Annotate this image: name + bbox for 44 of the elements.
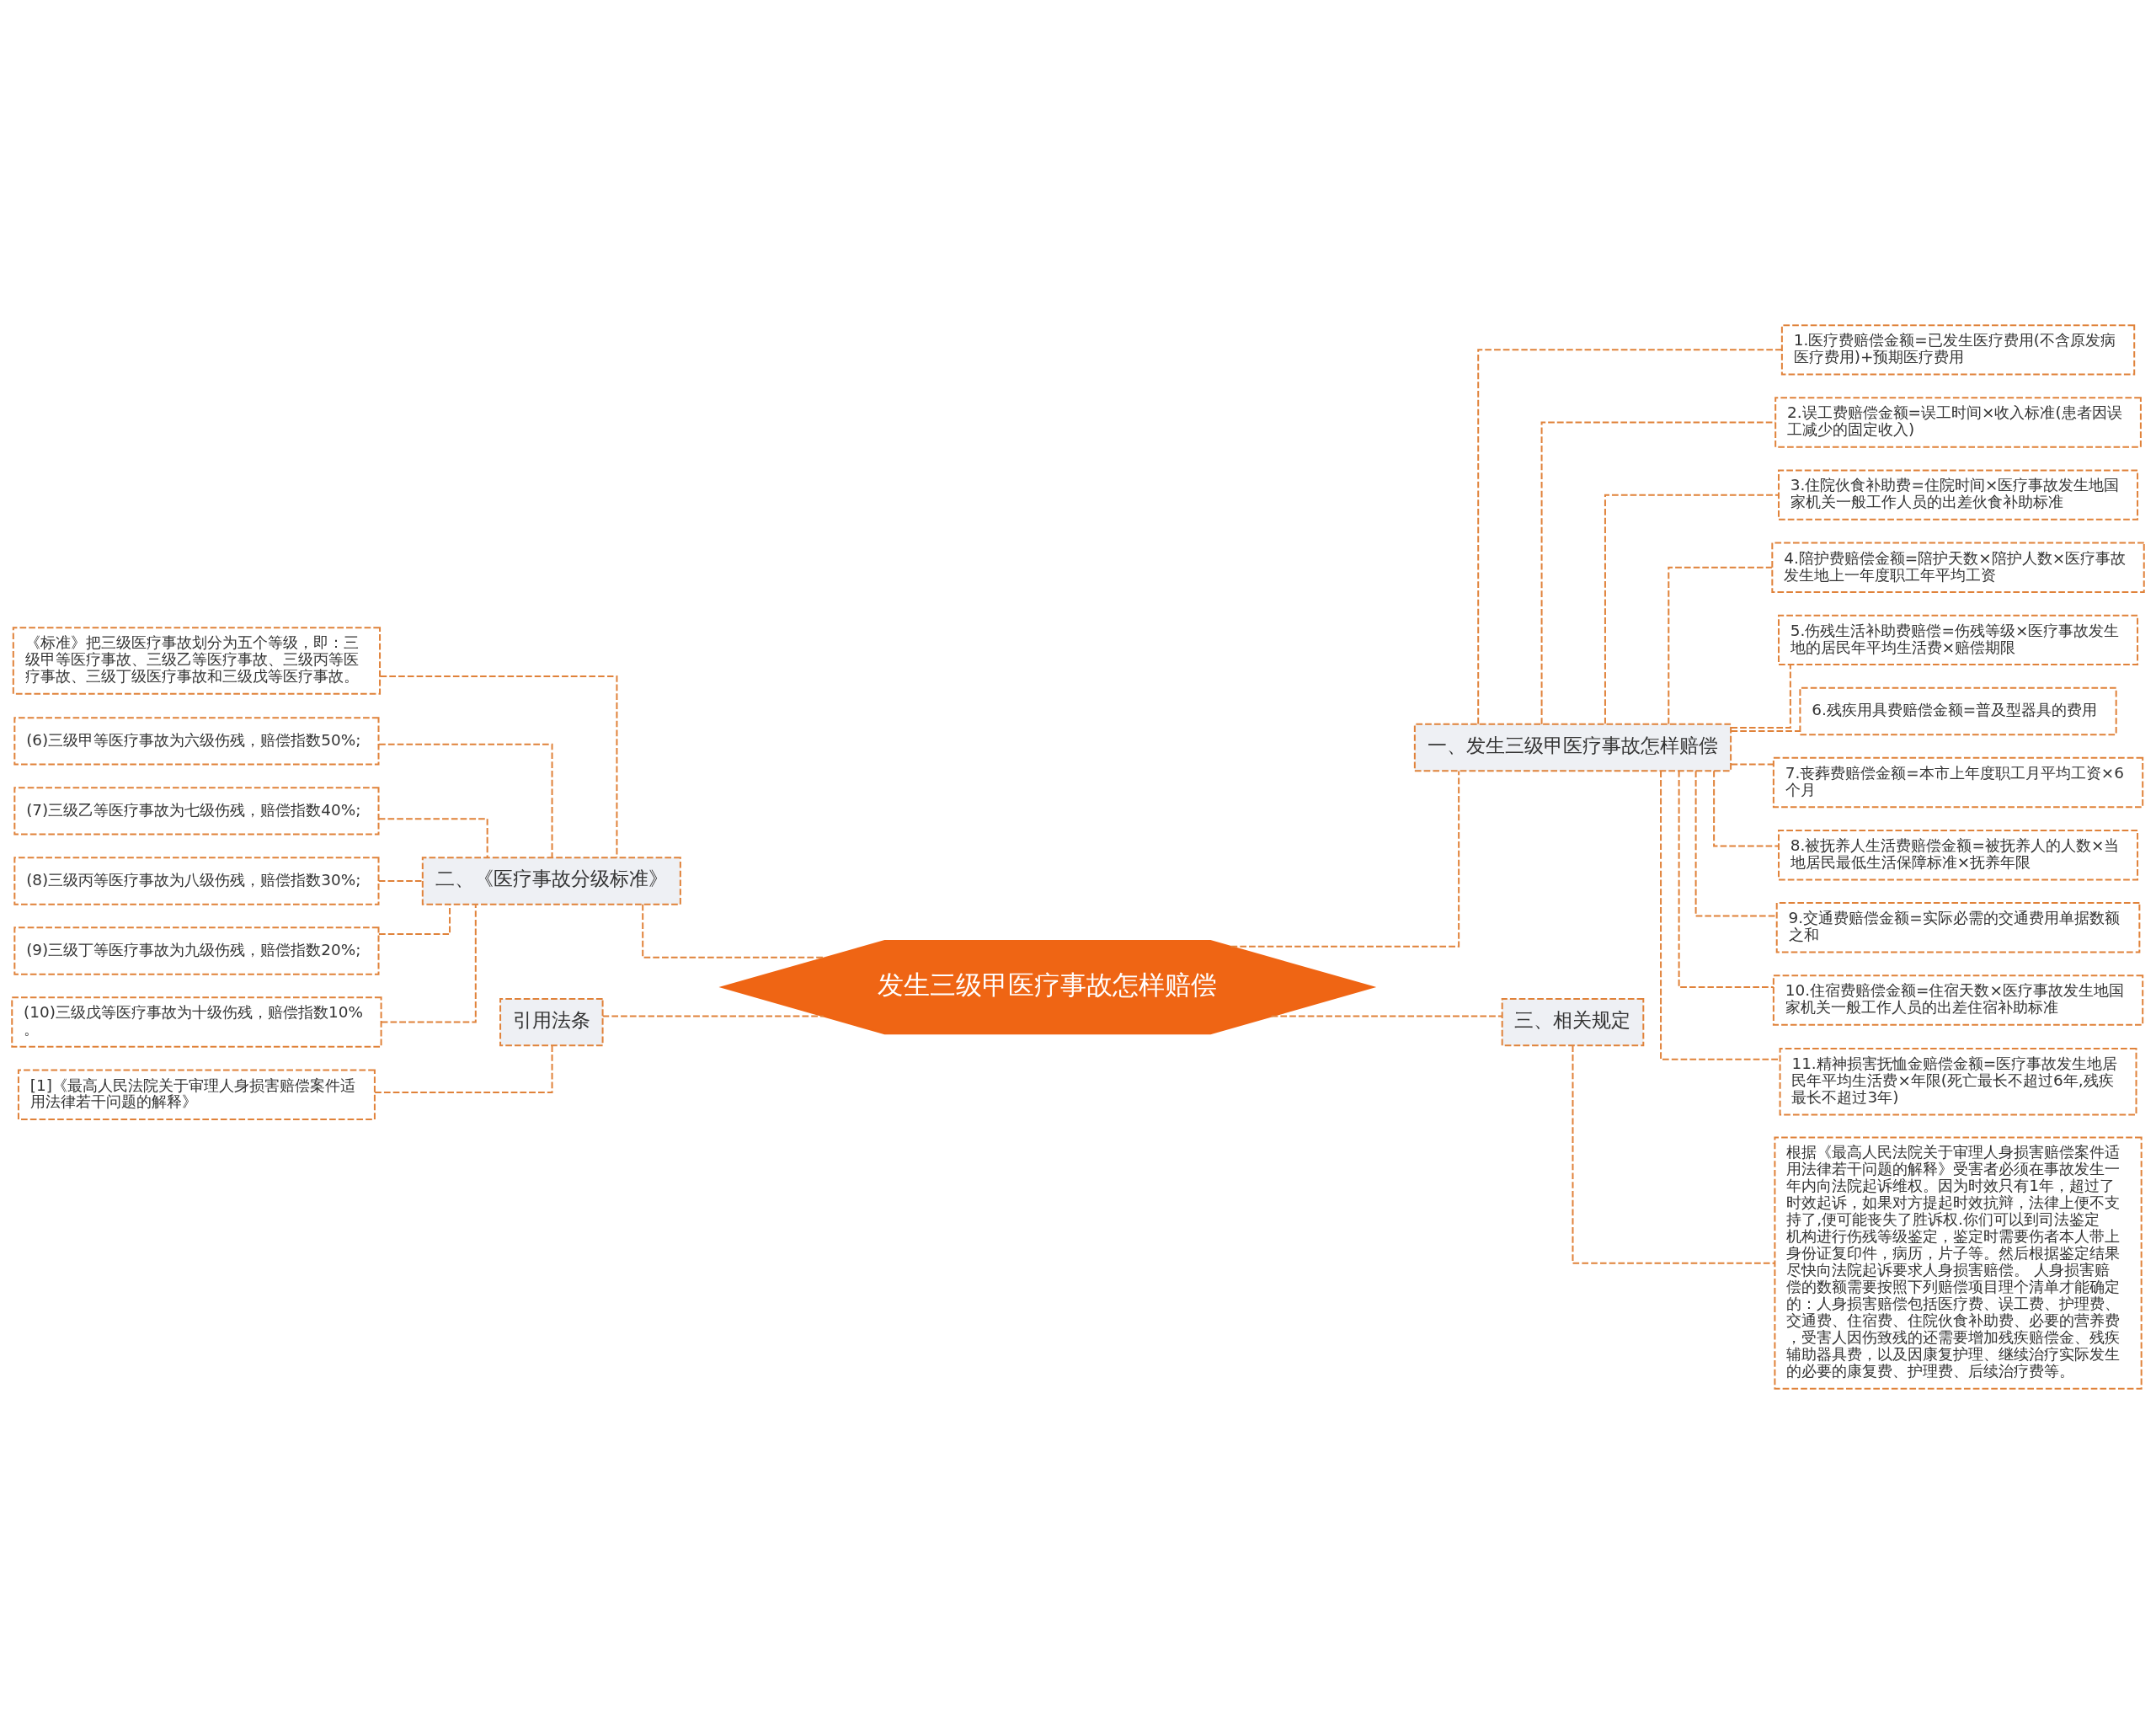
node-box: 2.误工费赔偿金额=误工时间×收入标准(患者因误工减少的固定收入): [1774, 397, 2142, 448]
connector: [1694, 770, 1778, 917]
node-box: [1]《最高人民法院关于审理人身损害赔偿案件适用法律若干问题的解释》: [17, 1069, 376, 1120]
connector: [601, 1015, 825, 1017]
connector: [374, 1044, 553, 1094]
connector: [378, 743, 553, 858]
node-box: 《标准》把三级医疗事故划分为五个等级，即：三级甲等医疗事故、三级乙等医疗事故、三级丙等医疗事故、三级丁级医疗事故和三级戊等医疗事故。: [12, 627, 382, 695]
node-box: 引用法条: [499, 997, 604, 1047]
connector: [1270, 1015, 1503, 1017]
connector: [380, 904, 477, 1023]
node-box: (8)三级丙等医疗事故为八级伤残，赔偿指数30%;: [13, 857, 380, 905]
node-box: (9)三级丁等医疗事故为九级伤残，赔偿指数20%;: [13, 926, 380, 975]
node-box: 10.住宿费赔偿金额=住宿天数×医疗事故发生地国家机关一般工作人员的出差住宿补助标准: [1772, 974, 2144, 1026]
node-box: 根据《最高人民法院关于审理人身损害赔偿案件适用法律若干问题的解释》受害者必须在事故发生一年内向法院起诉维权。因为时效只有1年，超过了时效起诉，如果对方提起时效抗辩，法律上便不支持了,便可能丧失了胜诉权.你们可以到司法鉴定机构进行伤残等级鉴定，鉴定时需要伤者本人带上身份证复印件，病历，片子等。然后根据鉴定结果尽快向法院起诉要求人身损害赔偿。 人身损害赔偿的数额需要按照下列赔偿项目理个清单才能确定的：人身损害赔偿包括医疗费、误工费、护理费、交通费、住宿费、住院伙食补助费、必要的营养费，受害人因伤致残的还需要增加残疾赔偿金、残疾辅助器具费，以及因康复护理、继续治疗实际发生的必要的康复费、护理费、后续治疗费等。: [1774, 1136, 2143, 1390]
connector: [379, 675, 618, 859]
node-box: 3.住院伙食补助费=住院时间×医疗事故发生地国家机关一般工作人员的出差伙食补助标准: [1778, 469, 2139, 521]
node-box: 9.交通费赔偿金额=实际必需的交通费用单据数额之和: [1775, 902, 2141, 953]
connector: [377, 818, 488, 859]
connector: [1713, 770, 1780, 847]
connector: [1477, 349, 1783, 725]
node-box: 1.医疗费赔偿金额=已发生医疗费用(不含原发病医疗费用)+预期医疗费用: [1780, 324, 2136, 376]
node-box: 5.伤残生活补助费赔偿=伤残等级×医疗事故发生地的居民年平均生活费×赔偿期限: [1778, 614, 2139, 666]
connector: [1230, 770, 1460, 948]
node-box: 7.丧葬费赔偿金额=本市上年度职工月平均工资×6个月: [1772, 756, 2144, 809]
connector: [1540, 421, 1777, 725]
connector: [1730, 664, 1791, 729]
node-box: 11.精神损害抚恤金赔偿金额=医疗事故发生地居民年平均生活费×年限(死亡最长不超过6年,残疾最长不超过3年): [1779, 1048, 2137, 1116]
connector: [1604, 494, 1780, 725]
node-box: (7)三级乙等医疗事故为七级伤残，赔偿指数40%;: [13, 787, 380, 836]
node-box: (6)三级甲等医疗事故为六级伤残，赔偿指数50%;: [13, 717, 380, 766]
node-box: (10)三级戊等医疗事故为十级伤残，赔偿指数10%。: [11, 996, 382, 1048]
node-box: 二、《医疗事故分级标准》: [421, 857, 681, 905]
node-box: 一、发生三级甲医疗事故怎样赔偿: [1413, 723, 1732, 772]
node-box: 三、相关规定: [1501, 997, 1645, 1047]
node-box: 6.残疾用具费赔偿金额=普及型器具的费用: [1799, 686, 2117, 736]
node-box: 8.被抚养人生活费赔偿金额=被抚养人的人数×当地居民最低生活保障标准×抚养年限: [1778, 829, 2139, 881]
connector: [1730, 730, 1801, 733]
node-box: 4.陪护费赔偿金额=陪护天数×陪护人数×医疗事故发生地上一年度职工年平均工资: [1771, 542, 2145, 593]
connector: [1572, 1044, 1775, 1264]
connector: [1678, 770, 1774, 989]
connector: [377, 879, 424, 882]
connector: [1668, 566, 1773, 725]
connector: [377, 903, 451, 936]
connector: [1730, 763, 1774, 766]
